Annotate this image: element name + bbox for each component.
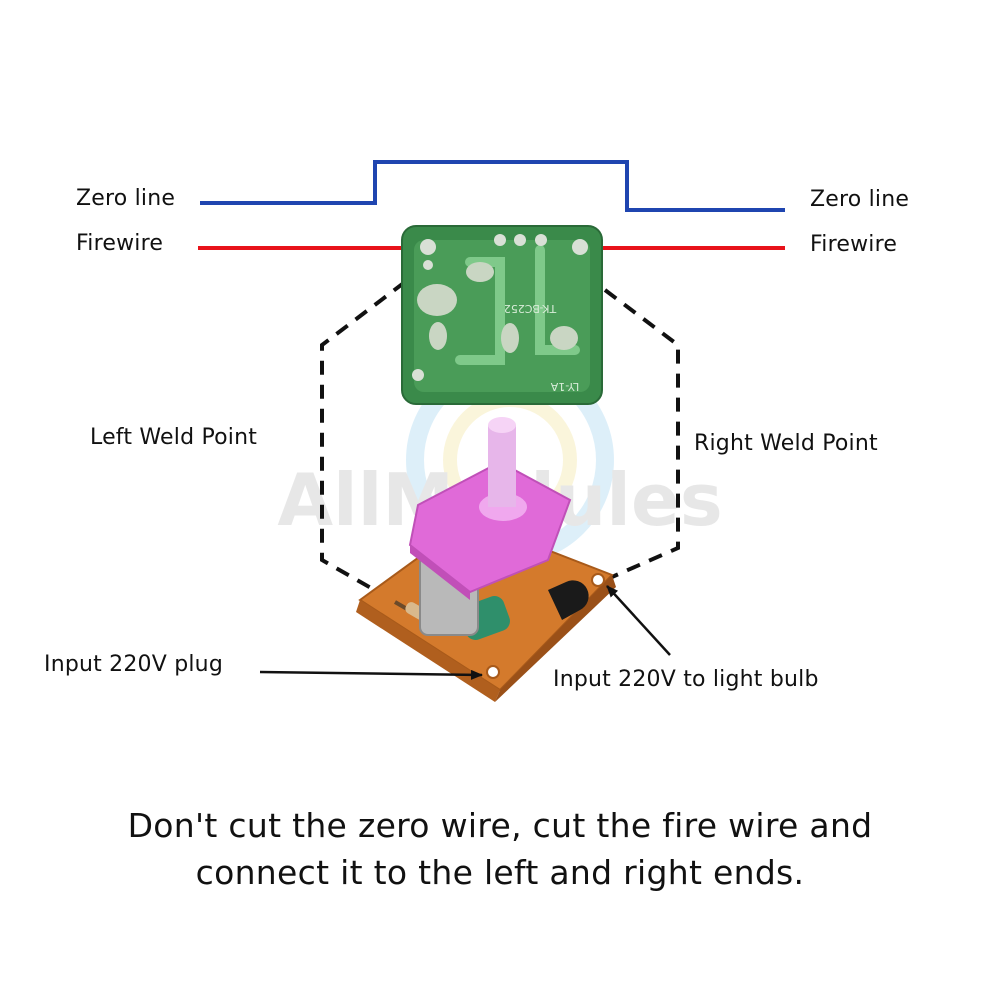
arrow-input-plug: [259, 669, 483, 680]
left-weld-point-label: Left Weld Point: [90, 425, 258, 450]
dimmer-module: [356, 417, 616, 702]
firewire-label-right: Firewire: [810, 232, 898, 257]
firewire-label-left: Firewire: [76, 231, 164, 256]
weld-connection-left: [320, 280, 407, 602]
arrow-input-bulb: [606, 585, 671, 656]
input-bulb-label: Input 220V to light bulb: [553, 667, 819, 692]
caption-line-2: connect it to the left and right ends.: [195, 853, 805, 892]
green-pcb: TK-BC252 LY-1A: [401, 225, 603, 405]
zero-wire: [200, 160, 785, 212]
zero-line-label-left: Zero line: [76, 186, 176, 211]
weld-connection-right: [595, 288, 680, 586]
zero-line-label-right: Zero line: [810, 187, 910, 212]
input-plug-label: Input 220V plug: [44, 652, 223, 677]
caption-line-1: Don't cut the zero wire, cut the fire wi…: [127, 806, 873, 845]
right-weld-point-label: Right Weld Point: [694, 431, 878, 456]
pcb-marking-1: TK-BC252: [504, 302, 557, 315]
pcb-marking-2: LY-1A: [550, 380, 579, 393]
